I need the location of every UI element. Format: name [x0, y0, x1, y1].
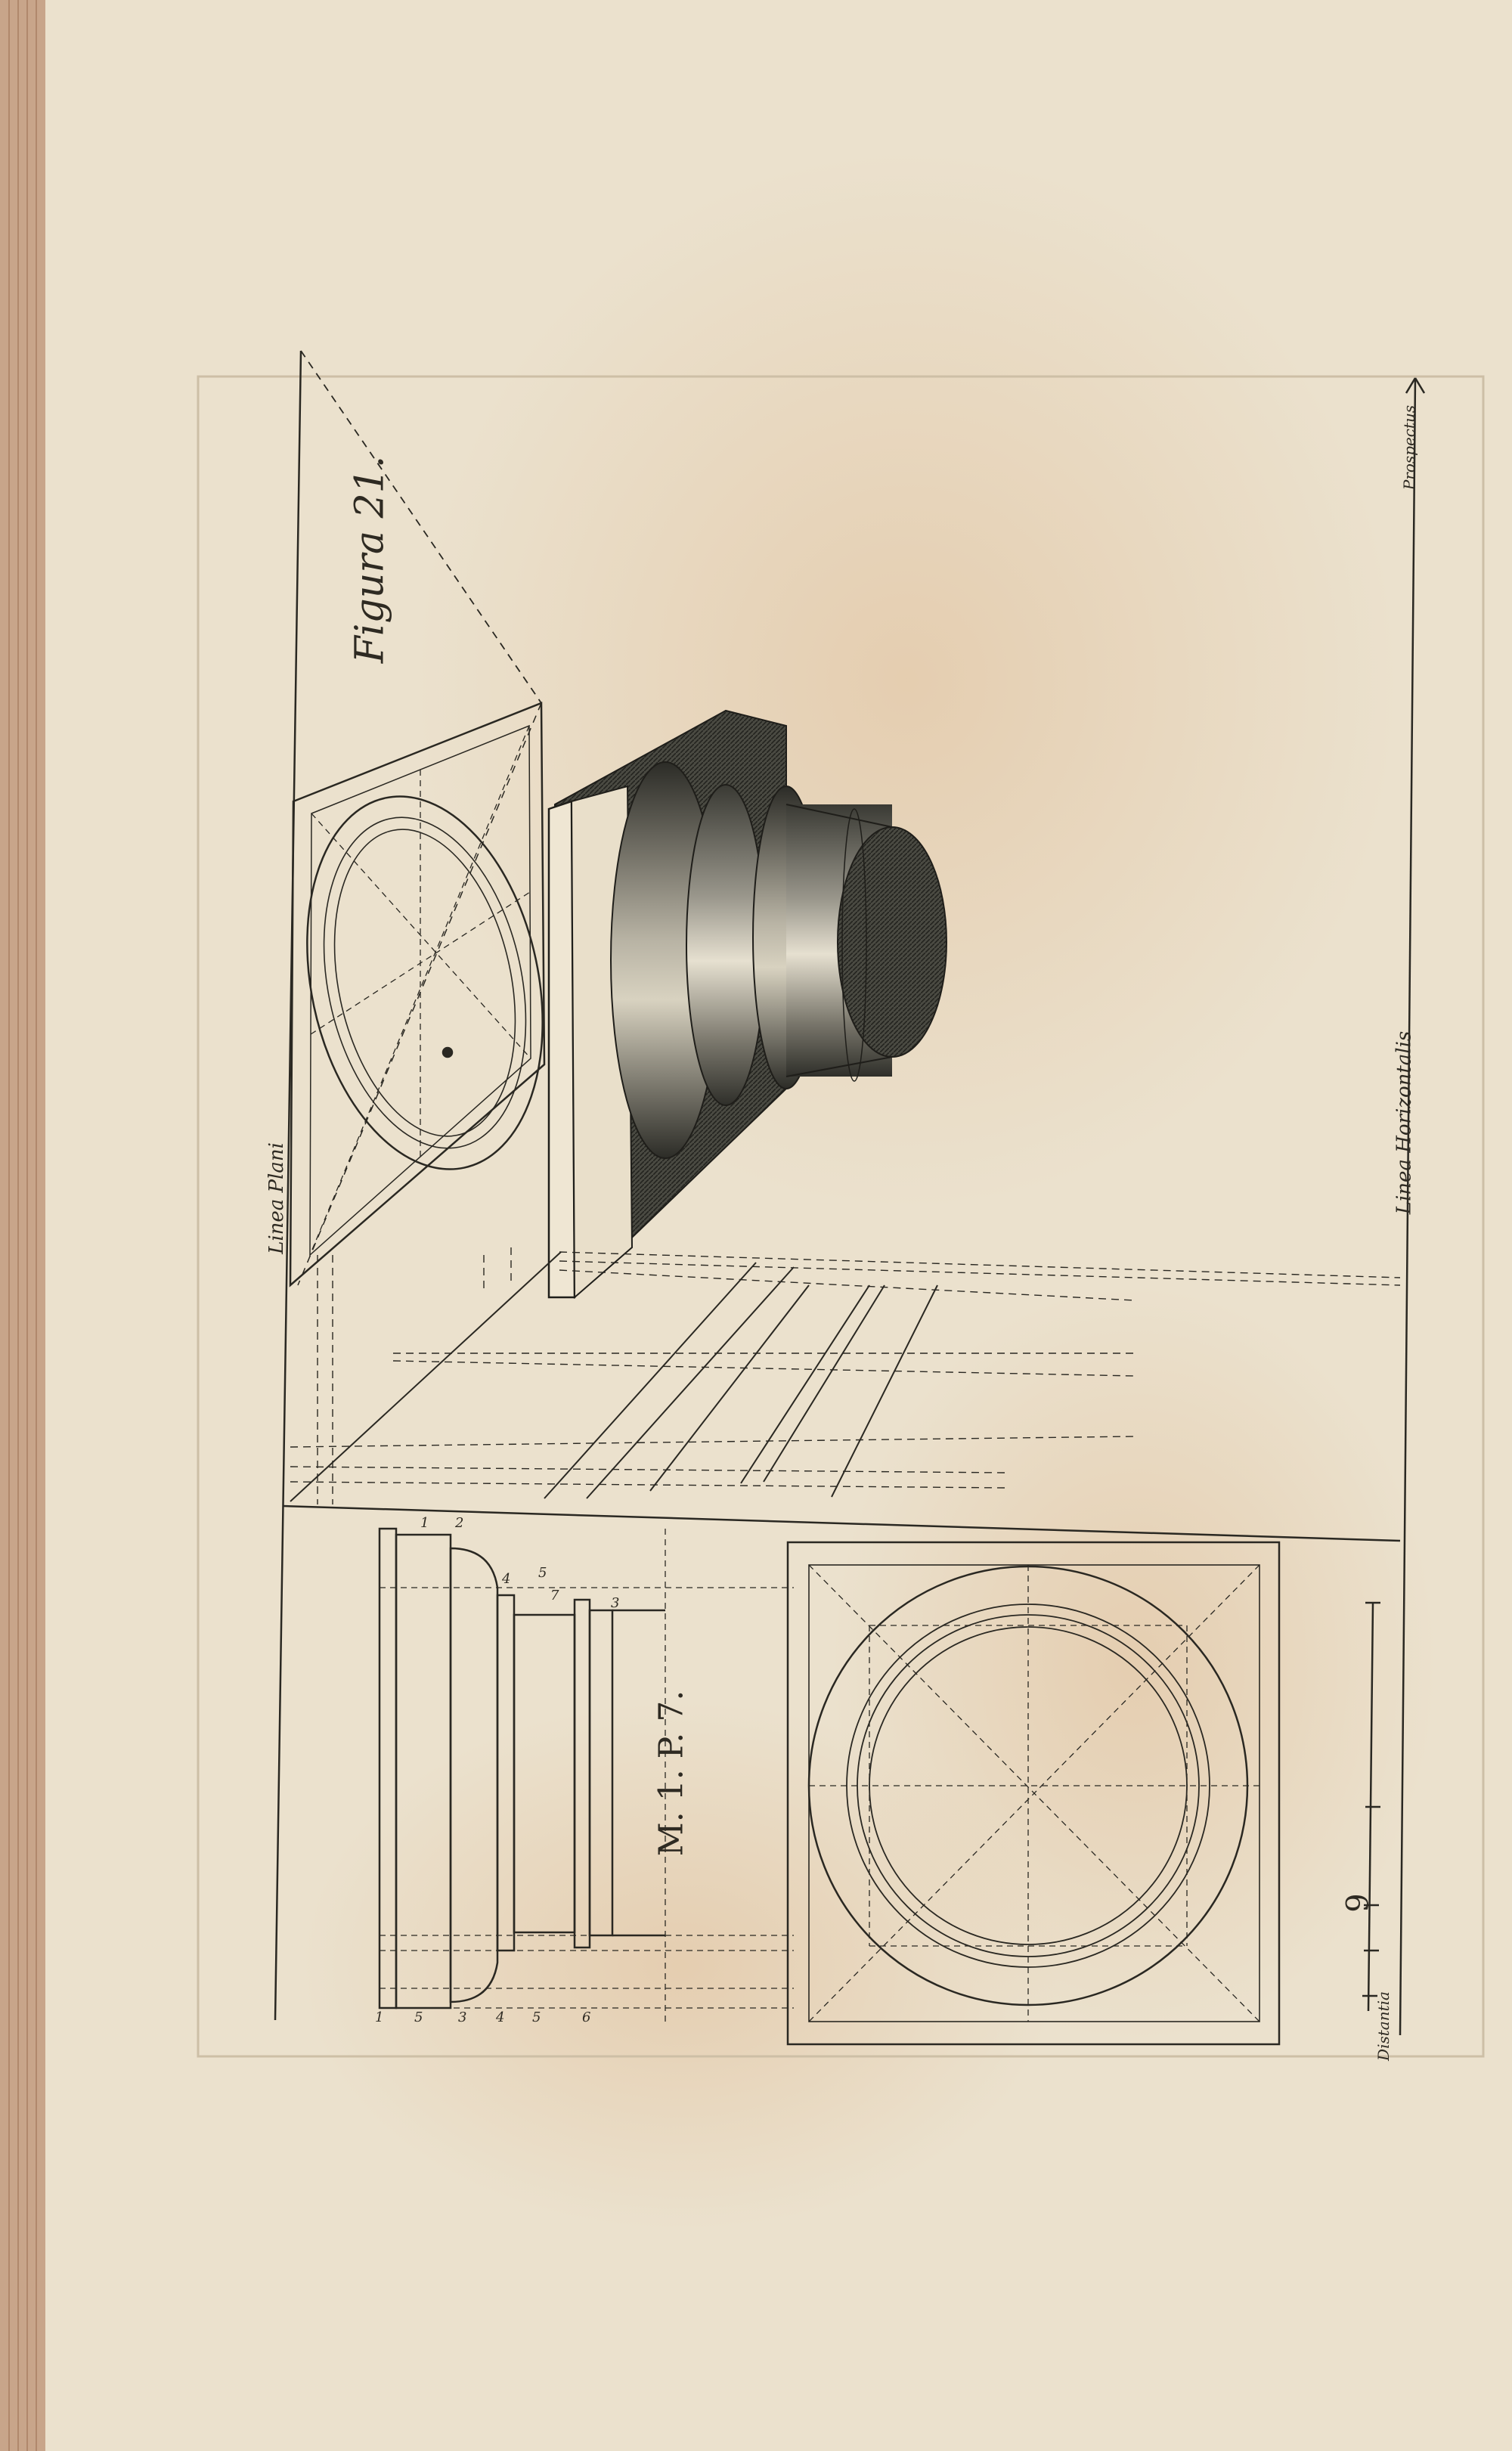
profile-number: 4: [502, 1571, 511, 1587]
perspective-profile: [290, 1247, 1401, 1504]
elevation-plan: [786, 1541, 1281, 2046]
perspective-plan: [289, 702, 546, 1287]
profile-number: 6: [582, 2009, 591, 2025]
horizon-line: [1399, 377, 1417, 2036]
elevation-profile: [378, 1527, 794, 2026]
plate-mark: [197, 375, 1485, 2058]
profile-number: 2: [455, 1515, 464, 1531]
linea-horizontalis-label: Linea Horizontalis: [1393, 1030, 1416, 1215]
linea-plani-label: Linea Plani: [265, 1142, 288, 1254]
book-edge: [0, 0, 45, 2451]
profile-number: 7: [550, 1588, 559, 1604]
profile-number: 3: [458, 2009, 467, 2025]
profile-number: 1: [375, 2009, 384, 2025]
scale-bar: [1362, 1601, 1380, 2012]
scale-mark: 9: [1340, 1893, 1376, 1913]
profile-number: 1: [420, 1515, 429, 1531]
edge-lines: [8, 0, 37, 2451]
prospectus-arrow: [1405, 377, 1417, 394]
separator-line: [282, 1504, 1401, 1542]
figure-title: Figura 21.: [347, 455, 393, 664]
module-label: M. 1. P. 7.: [652, 1690, 691, 1857]
profile-number: 3: [611, 1595, 620, 1611]
profile-number: 5: [414, 2009, 423, 2025]
profile-number: 5: [532, 2009, 541, 2025]
column-base-perspective: [547, 709, 947, 1300]
distantia-label: Distantia: [1374, 1991, 1393, 2061]
profile-number: 5: [538, 1565, 547, 1581]
prospectus-label: Prospectus: [1400, 404, 1419, 491]
profile-number: 4: [496, 2009, 505, 2025]
ground-plane-line: [274, 350, 302, 2021]
